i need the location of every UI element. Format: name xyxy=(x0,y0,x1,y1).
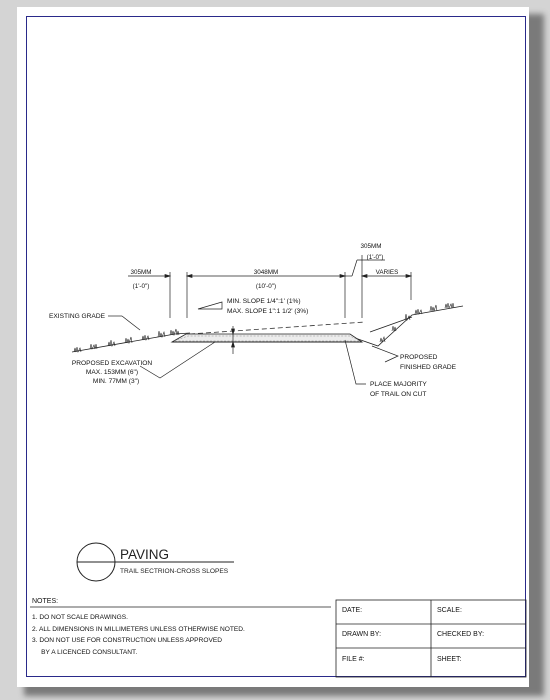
existing-grade-line xyxy=(189,321,366,335)
title-block-grid xyxy=(335,599,527,678)
majority-label-2: OF TRAIL ON CUT xyxy=(370,391,426,398)
note-item: 1. DO NOT SCALE DRAWINGS. xyxy=(32,614,128,621)
note-item: 3. DON NOT USE FOR CONSTRUCTION UNLESS A… xyxy=(32,637,223,644)
finished-grade-label-1: PROPOSED xyxy=(400,354,438,361)
dim-center-mm: 3048MM xyxy=(254,269,279,276)
dim-left-ft: (1'-0") xyxy=(133,283,150,290)
excavation-label-3: MIN. 77MM (3") xyxy=(93,378,139,385)
pavement-texture xyxy=(173,335,361,342)
slope-min-text: MIN. SLOPE 1/4":1' (1%) xyxy=(227,298,301,305)
majority-label-1: PLACE MAJORITY xyxy=(370,381,427,388)
dimension-lines xyxy=(128,259,413,278)
drawing-subtitle: TRAIL SECTRION-CROSS SLOPES xyxy=(120,568,229,575)
dim-varies: VARIES xyxy=(376,269,399,276)
slope-max-text: MAX. SLOPE 1":1 1/2' (3%) xyxy=(227,308,308,315)
excavation-label-2: MAX. 153MM (6") xyxy=(86,369,138,376)
note-item: BY A LICENCED CONSULTANT. xyxy=(32,648,138,656)
drawing-title: PAVING xyxy=(120,547,169,562)
extension-lines xyxy=(169,255,412,318)
excavation-depth-marker xyxy=(231,326,235,354)
slope-triangle-icon xyxy=(197,301,223,310)
notes-heading: NOTES: xyxy=(32,598,59,605)
leader-lines xyxy=(108,315,399,385)
existing-grade-label: EXISTING GRADE xyxy=(49,313,106,320)
title-block-sheet: SHEET: xyxy=(437,656,462,663)
title-block-scale: SCALE: xyxy=(437,607,462,614)
title-block-drawn-by: DRAWN BY: xyxy=(342,631,382,638)
grass-tufts xyxy=(73,302,455,353)
drawing-frame xyxy=(26,16,526,677)
title-block-checked-by: CHECKED BY: xyxy=(437,631,485,638)
notes-list: 1. DO NOT SCALE DRAWINGS. 2. ALL DIMENSI… xyxy=(32,612,332,658)
excavation-label-1: PROPOSED EXCAVATION xyxy=(72,360,152,367)
note-item: 2. ALL DIMENSIONS IN MILLIMETERS UNLESS … xyxy=(32,625,245,633)
dim-right-ft: (1'-0") xyxy=(367,254,384,261)
title-block-file: FILE #: xyxy=(342,656,365,663)
title-block-date: DATE: xyxy=(342,607,363,614)
dim-right-mm: 305MM xyxy=(361,243,382,250)
dim-center-ft: (10'-0") xyxy=(256,283,276,290)
finished-grade-label-2: FINISHED GRADE xyxy=(400,364,457,371)
dim-left-mm: 305MM xyxy=(131,269,152,276)
